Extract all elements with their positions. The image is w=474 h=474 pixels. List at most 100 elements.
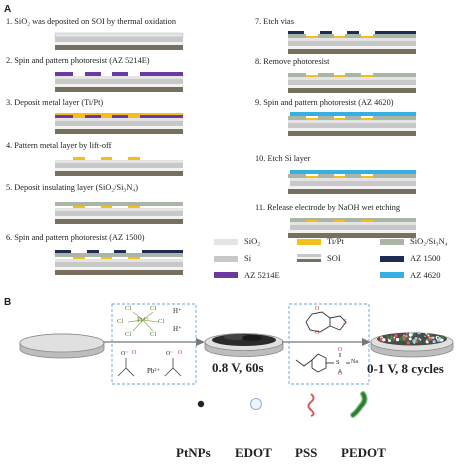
composite-particle [395,337,400,342]
pss-na-label: Na [351,359,358,365]
cl-label-2: Cl [150,305,157,312]
step-2-label: 2. Spin and pattern photoresist (AZ 5214… [6,56,150,65]
electrode-ptnp-coated [204,333,284,357]
cl-label-6: Cl [150,331,157,338]
step-2-stack [55,72,183,92]
legend-label-tipt: Ti/Pt [327,236,344,246]
pss-s-label: S [336,359,340,366]
legend-swatch-si [214,256,238,262]
composite-particle [408,337,412,341]
step-7-label: 7. Etch vias [255,17,294,26]
ptcl6-bonds [127,311,159,332]
step-11-stack [288,218,416,238]
composite-particle [436,336,439,339]
composite-particle [417,331,421,335]
composite-particle [386,335,390,338]
acetate-o-minus-label-2: O⁻ [166,351,174,357]
legend-swatches [214,239,404,278]
panel-b-label: B [4,297,12,308]
step-9-stack [288,112,416,136]
h-ion-label-2: H⁺ [173,325,182,333]
process-flow-diagram [54,31,416,278]
cl-label-4: Cl [158,318,165,325]
composite-particle [390,338,395,342]
step-6-stack [55,250,183,275]
composite-particle [399,337,404,342]
acetate-o-label-2: O [178,350,183,356]
composite-particle [393,336,396,339]
bare-electrode-disk [19,333,105,359]
composite-particle [405,332,408,335]
composite-particle [418,339,422,343]
composite-particle [394,334,398,338]
step-3-label: 3. Deposit metal layer (Ti/Pt) [6,98,104,107]
cl-label-1: Cl [125,305,132,312]
reagent-box-1 [111,303,197,385]
pss-o-label-1: O [338,347,343,353]
pt-ion-label: Pt⁴⁺ [137,316,149,324]
legend-swatch-sio2 [214,239,238,245]
composite-particle [417,335,420,337]
legend-swatch-az5214e [214,272,238,278]
pss-o-label-2: O [338,371,343,377]
step-1-condition: 0.8 V, 60s [212,360,264,375]
composite-particle [440,335,445,339]
legend-label-si: Si [244,253,252,263]
step-9-label: 9. Spin and pattern photoresist (AZ 4620… [255,98,394,107]
key-label-pss: PSS [295,445,318,460]
step-8-stack [288,73,416,93]
pedot-key-icon [350,391,368,418]
step-8-label: 8. Remove photoresist [255,57,330,66]
ptnp-key-icon [197,400,205,408]
step-10-stack [288,170,416,194]
step-5-label: 5. Deposit insulating layer (SiO₂/Si₃N₄) [6,183,138,192]
step-6-label: 6. Spin and pattern photoresist (AZ 1500… [6,233,145,242]
step-4-label: 4. Pattern metal layer by lift-off [6,141,112,150]
edot-o-label-2: O [315,330,320,336]
composite-particle [424,335,426,338]
key-label-edot: EDOT [235,445,272,460]
step-10-label: 10. Etch Si layer [255,154,311,163]
legend-swatch-sio2si3n4 [380,239,404,245]
composite-particle [430,334,433,338]
legend-label-sio2si3n4: SiO₂/Si₃N₄ [410,236,448,246]
legend-label-az4620: AZ 4620 [410,270,441,280]
pb-acetate-bonds [117,358,182,377]
composite-particle [410,331,414,335]
legend-label-az5214e: AZ 5214E [244,270,280,280]
step-7-stack [288,31,416,54]
composite-particle [429,337,432,341]
composite-particle [382,338,386,342]
panel-a-label: A [4,4,12,15]
composite-particle [413,333,416,336]
legend-label-az1500: AZ 1500 [410,253,441,263]
composite-particle [419,338,422,341]
pss-structure [295,353,350,373]
h-ion-label-1: H⁺ [173,307,182,315]
pb-ion-label: Pb²⁺ [147,367,161,375]
step-2-condition: 0-1 V, 8 cycles [367,361,444,376]
pss-key-icon [307,393,315,417]
acetate-o-minus-label-1: O⁻ [121,351,129,357]
legend-swatch-tipt [297,239,321,245]
legend-swatch-az1500 [380,256,404,262]
key-label-ptnps: PtNPs [176,445,211,460]
composite-particle [432,340,436,344]
step-4-stack [55,157,183,176]
edot-s-label: S [343,318,347,326]
cl-label-3: Cl [117,318,124,325]
step-1-label: 1. SiO₂ was deposited on SOI by thermal … [6,17,176,26]
composite-particle [418,337,421,340]
step-11-label: 11. Release electrode by NaOH wet etchin… [255,203,401,212]
composite-particle [437,339,441,342]
composite-dots [379,331,445,345]
edot-key-icon [250,398,262,410]
edot-o-label-1: O [315,306,320,312]
cl-label-5: Cl [125,331,132,338]
step-1-stack [54,32,184,50]
legend-swatch-soi [297,254,321,262]
step-3-stack [55,113,183,134]
legend-label-sio2: SiO₂ [244,236,261,246]
composite-particle [425,332,428,335]
